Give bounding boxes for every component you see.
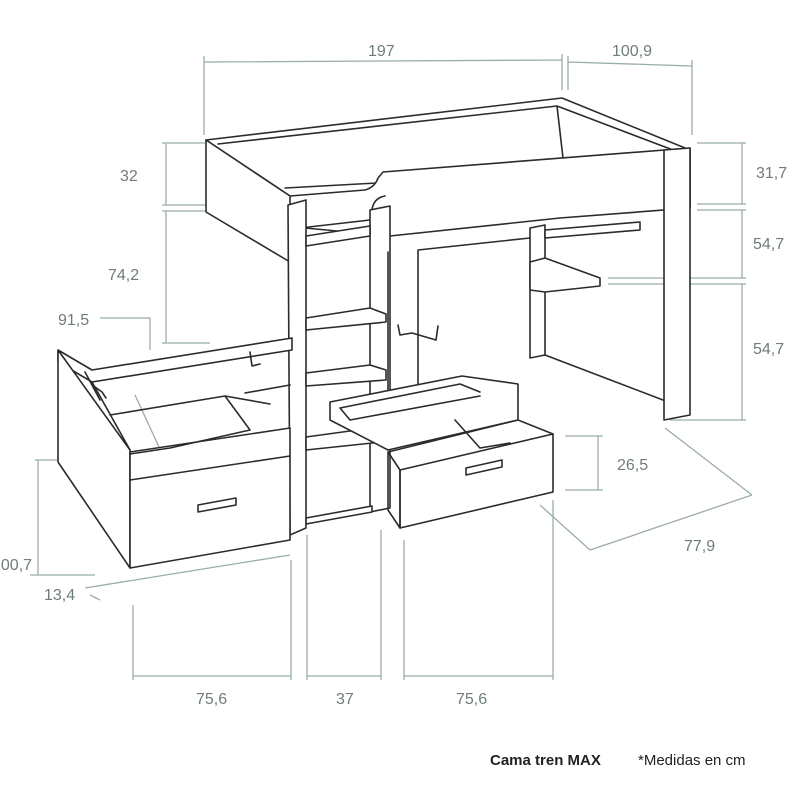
bunk-structure xyxy=(57,97,691,569)
dimension-labels: 197 100,9 32 74,2 31,7 54,7 54,7 91,5 26… xyxy=(0,43,787,708)
dim-line-total-length xyxy=(203,54,563,135)
dim-line-depth-top xyxy=(567,56,693,135)
label-ladder-width: 37 xyxy=(336,691,354,708)
label-desk-depth: 77,9 xyxy=(684,538,715,555)
dim-line-plinth xyxy=(84,554,291,601)
desk-back-line xyxy=(387,237,664,421)
pullout-inner-lines xyxy=(84,371,291,481)
front-post-left xyxy=(287,199,307,536)
right-drawer-inner xyxy=(339,383,511,449)
right-drawer-front xyxy=(399,433,554,529)
right-drawer-handle xyxy=(465,459,503,476)
desk-shelf-top xyxy=(544,221,641,239)
ladder-base-step xyxy=(305,505,373,525)
right-drawer-side xyxy=(387,419,554,529)
dim-line-upper-left xyxy=(162,210,210,344)
ladder-step-1 xyxy=(305,225,371,247)
dim-line-drawer-width-right xyxy=(403,500,554,680)
label-drawer-width-left: 75,6 xyxy=(196,691,227,708)
pullout-drawer-handle xyxy=(197,497,237,513)
label-desk-lower-height: 54,7 xyxy=(753,341,784,358)
dim-line-drawer-width-left xyxy=(132,560,292,680)
pullout-small-hook xyxy=(94,351,261,399)
label-plinth-height: 13,4 xyxy=(44,587,75,604)
units-note: *Medidas en cm xyxy=(638,752,746,769)
label-drawer-height-right: 26,5 xyxy=(617,457,648,474)
pullout-back-rail xyxy=(57,337,293,383)
pullout-front-panel xyxy=(129,427,291,569)
coat-hook xyxy=(397,324,439,341)
label-drawer-height-left: 100,7 xyxy=(0,557,32,574)
label-depth-top: 100,9 xyxy=(612,43,652,60)
dim-line-rail-left xyxy=(162,142,205,206)
pullout-side-panel xyxy=(57,349,131,569)
dim-line-drawer-height-right xyxy=(565,435,603,491)
desk-right-panel xyxy=(663,147,691,421)
label-rail-height-right: 31,7 xyxy=(756,165,787,182)
label-drawer-width-right: 75,6 xyxy=(456,691,487,708)
dim-line-desk-depth xyxy=(539,427,753,551)
dim-line-ladder-width xyxy=(306,530,382,680)
ladder-step-3 xyxy=(305,364,387,387)
label-upper-height-left: 74,2 xyxy=(108,267,139,284)
bed-front-rail xyxy=(205,139,691,237)
label-drawer-depth-left: 91,5 xyxy=(58,312,89,329)
label-total-length: 197 xyxy=(368,43,395,60)
ladder-step-2 xyxy=(305,307,387,331)
label-rail-height-left: 32 xyxy=(120,168,138,185)
product-title: Cama tren MAX xyxy=(490,752,601,769)
label-desk-upper-height: 54,7 xyxy=(753,236,784,253)
ladder-rail xyxy=(369,205,391,513)
desk-shelf xyxy=(529,257,601,293)
dim-line-rail-right xyxy=(697,142,746,205)
